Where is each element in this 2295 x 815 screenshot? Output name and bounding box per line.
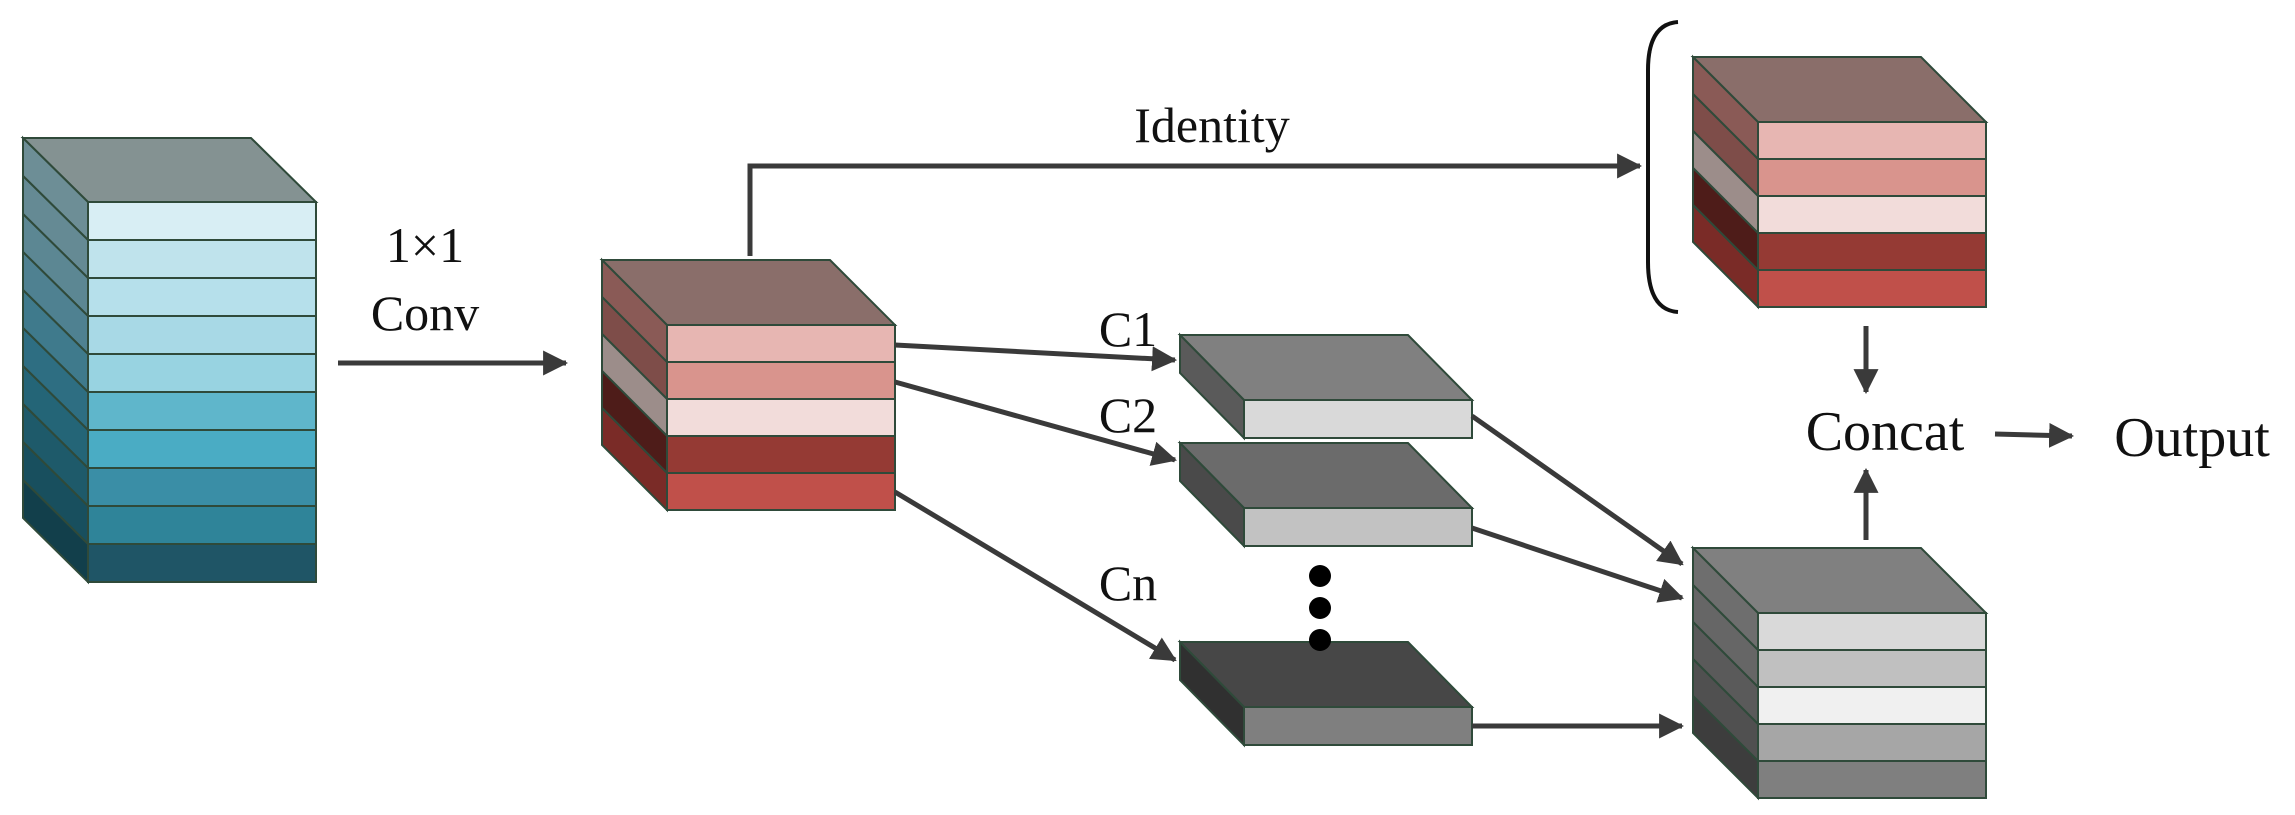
- concat-to-output-arrow: [1994, 422, 2075, 448]
- c2-to-merge-arrow: [1471, 525, 1684, 603]
- layer-front-face: [1757, 760, 1987, 799]
- layer-front-face: [666, 324, 896, 363]
- layer-front-face: [666, 472, 896, 511]
- layer-front-face: [1757, 195, 1987, 234]
- layer-front-face: [87, 429, 317, 469]
- layer-front-face: [87, 543, 317, 583]
- conv-label-line2: Conv: [371, 285, 479, 341]
- c1-to-merge-arrow: [1470, 413, 1684, 567]
- branch-c2-slab: [1177, 440, 1475, 549]
- layer-front-face: [1243, 507, 1473, 547]
- layer-front-face: [87, 201, 317, 241]
- layer-front-face: [87, 239, 317, 279]
- input-feature-map-block: [20, 135, 319, 585]
- layer-front-face: [1757, 649, 1987, 688]
- layer-front-face: [87, 391, 317, 431]
- output-label: Output: [2114, 407, 2270, 469]
- branch-cn-slab: [1177, 639, 1475, 748]
- layer-front-face: [1757, 121, 1987, 160]
- cn-arrow: [893, 489, 1177, 663]
- layer-front-face: [1757, 158, 1987, 197]
- layer-front-face: [1243, 706, 1473, 746]
- identity-arrow: [747, 153, 1643, 256]
- layer-front-face: [87, 277, 317, 317]
- branch-c1-slab: [1177, 332, 1475, 441]
- identity-bracket: [1646, 20, 1679, 314]
- layer-front-face: [1757, 723, 1987, 762]
- layer-front-face: [87, 353, 317, 393]
- cn-label: Cn: [1099, 555, 1157, 611]
- concat-label: Concat: [1806, 401, 1965, 463]
- layer-front-face: [87, 315, 317, 355]
- layer-front-face: [666, 398, 896, 437]
- c1-arrow: [894, 342, 1178, 372]
- layer-front-face: [1757, 612, 1987, 651]
- layer-front-face: [87, 467, 317, 507]
- c2-arrow: [894, 379, 1178, 466]
- identity-label: Identity: [1134, 97, 1290, 153]
- merged-branches-block: [1690, 545, 1989, 801]
- conv-label-line1: 1×1: [386, 217, 464, 273]
- layer-front-face: [666, 361, 896, 400]
- layer-front-face: [1243, 399, 1473, 439]
- conv-output-feature-map-block: [599, 257, 898, 513]
- layer-front-face: [1757, 686, 1987, 725]
- layer-front-face: [1757, 269, 1987, 308]
- layer-front-face: [1757, 232, 1987, 271]
- c2-label: C2: [1099, 387, 1157, 443]
- layer-front-face: [666, 435, 896, 474]
- identity-feature-map-block: [1690, 54, 1989, 310]
- c1-label: C1: [1099, 301, 1157, 357]
- layer-front-face: [87, 505, 317, 545]
- ellipsis-dots: [1309, 565, 1331, 651]
